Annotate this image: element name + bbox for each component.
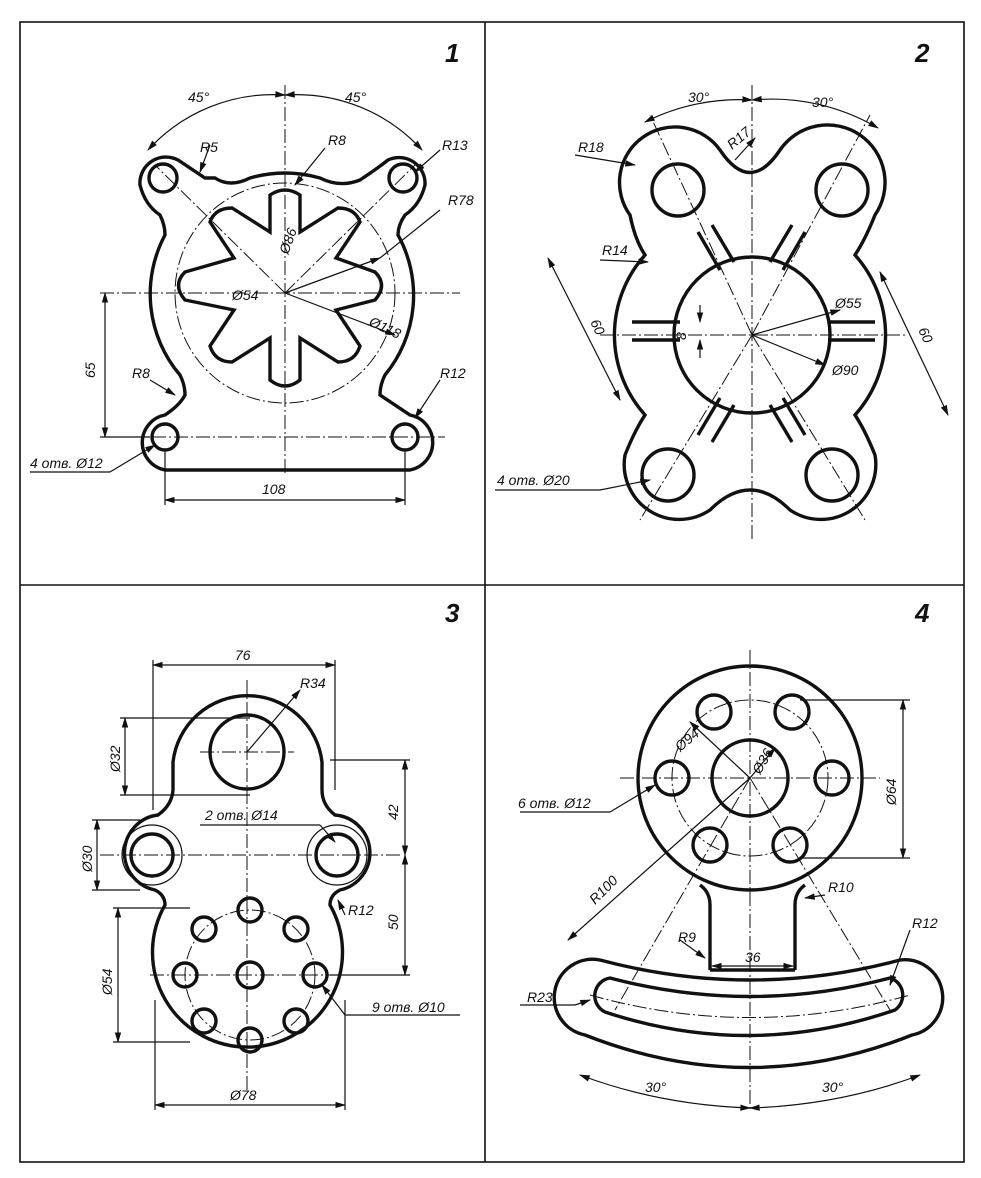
dim-label: R34: [300, 675, 326, 691]
panel-3-centerlines: [100, 680, 400, 1090]
dim-label: R23: [527, 989, 553, 1005]
panel-4-contour: [552, 664, 945, 1070]
dim-label: R12: [912, 915, 938, 931]
panel-3-number: 3: [445, 598, 460, 628]
dim-label: 4 отв. Ø12: [30, 455, 103, 471]
dim-label: 2 отв. Ø14: [204, 807, 278, 823]
dim-label: R100: [586, 872, 621, 907]
dim-label: 60: [587, 317, 608, 338]
dim-label: R17: [724, 123, 755, 153]
dim-label: 4 отв. Ø20: [497, 472, 570, 488]
dim-label: R8: [328, 132, 346, 148]
dim-label: R9: [678, 929, 696, 945]
panel-1: 1: [30, 38, 474, 505]
dim-label: 50: [385, 914, 401, 930]
dim-label: R12: [440, 365, 466, 381]
dim-label: Ø36: [748, 745, 776, 777]
dim-label: 60: [915, 325, 936, 346]
panel-4-centerlines: [589, 650, 911, 1112]
sheet-frame: [19, 21, 965, 1163]
panel-4-dimensions: [520, 698, 922, 1111]
dim-label: 6 отв. Ø12: [518, 795, 591, 811]
panel-1-number: 1: [445, 38, 459, 68]
dim-label: Ø32: [107, 745, 123, 773]
dim-label: 9 отв. Ø10: [372, 999, 445, 1015]
panel-3-labels: 76 R34 Ø32 42 2 отв. Ø14 Ø30 R12 50 Ø54 …: [79, 647, 445, 1103]
dim-label: R10: [828, 879, 854, 895]
panel-2: 2: [495, 38, 949, 540]
dim-label: Ø30: [79, 845, 95, 873]
dim-label: 30°: [822, 1079, 844, 1095]
dim-label: Ø118: [366, 313, 404, 342]
dim-label: Ø64: [883, 778, 899, 806]
dim-label: 45°: [345, 89, 367, 105]
panel-1-dimensions: [30, 91, 441, 505]
dim-label: 45°: [188, 89, 210, 105]
panel-4-labels: Ø94 Ø36 Ø64 6 отв. Ø12 R100 R10 R9 R12 3…: [518, 725, 938, 1095]
panel-4-number: 4: [914, 598, 930, 628]
dim-label: R18: [578, 139, 604, 155]
dim-label: 65: [82, 362, 98, 378]
dim-label: Ø55: [834, 295, 862, 311]
dim-label: R14: [602, 242, 628, 258]
panel-3: 3: [79, 598, 460, 1110]
dim-label: Ø54: [231, 287, 259, 303]
dim-label: R78: [448, 192, 474, 208]
dim-label: Ø54: [99, 968, 115, 996]
panel-2-dimensions: [495, 95, 949, 491]
dim-label: Ø78: [229, 1087, 257, 1103]
dim-label: 108: [262, 481, 286, 497]
dim-label: Ø90: [831, 362, 859, 378]
dim-label: 76: [235, 647, 251, 663]
dim-label: 36: [745, 949, 761, 965]
dim-label: 30°: [688, 89, 710, 105]
dim-label: 30°: [812, 94, 834, 110]
panel-4: 4: [518, 598, 945, 1112]
panel-2-number: 2: [914, 38, 930, 68]
panel-2-centerlines: [600, 85, 905, 540]
panel-1-contour: [138, 155, 435, 472]
dim-label: R13: [442, 137, 468, 153]
panel-3-dimensions: [92, 660, 460, 1110]
dim-label: 8: [673, 332, 689, 340]
panel-1-centerlines: [100, 85, 460, 475]
dim-label: R12: [348, 902, 374, 918]
dim-label: Ø86: [275, 225, 300, 256]
panel-1-labels: 45° 45° R5 R8 R13 R78 Ø86 Ø54 Ø118 65 R8…: [30, 89, 474, 497]
dim-label: R8: [132, 365, 150, 381]
dim-label: 42: [385, 804, 401, 820]
dim-label: R5: [200, 139, 218, 155]
panel-2-contour: [612, 123, 888, 522]
dim-label: 30°: [645, 1079, 667, 1095]
